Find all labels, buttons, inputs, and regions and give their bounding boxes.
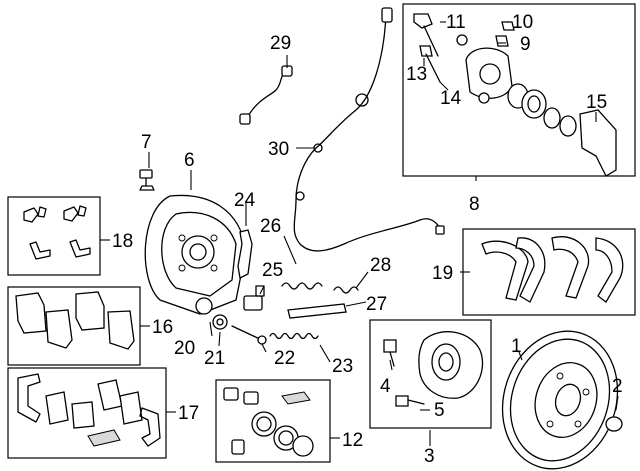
callout-7: 7 xyxy=(141,132,152,153)
callout-13: 13 xyxy=(406,64,427,85)
callout-29: 29 xyxy=(270,33,291,54)
callout-1: 1 xyxy=(511,336,522,357)
callout-3: 3 xyxy=(424,446,435,467)
callout-27: 27 xyxy=(366,294,387,315)
callout-labels: 1 2 3 4 5 6 7 8 9 10 11 12 13 14 15 16 1… xyxy=(112,12,623,467)
callout-11: 11 xyxy=(446,12,466,33)
lever-part-24 xyxy=(237,229,253,279)
pad-clips-part xyxy=(23,205,91,260)
callout-24: 24 xyxy=(234,190,256,211)
callout-2: 2 xyxy=(612,376,623,397)
callout-26: 26 xyxy=(260,216,281,237)
callout-14: 14 xyxy=(440,88,462,109)
caliper-parts xyxy=(413,13,617,177)
callout-25: 25 xyxy=(262,260,283,281)
callout-10: 10 xyxy=(512,12,533,33)
callout-17: 17 xyxy=(178,403,199,424)
callout-21: 21 xyxy=(204,348,225,369)
seal-kit-part xyxy=(223,387,314,457)
callout-16: 16 xyxy=(152,317,173,338)
callout-5: 5 xyxy=(434,400,445,421)
callout-20: 20 xyxy=(174,338,195,359)
spring-part-26 xyxy=(281,282,323,290)
kit-box-17 xyxy=(7,367,167,459)
pad-shims-part xyxy=(17,373,161,447)
hub-box-3 xyxy=(369,319,492,429)
callout-12: 12 xyxy=(342,430,363,451)
nut-part-2 xyxy=(605,416,623,432)
pin-and-washers xyxy=(195,297,267,345)
strut-part-27 xyxy=(287,303,347,319)
kit-box-18 xyxy=(7,196,101,276)
callout-30: 30 xyxy=(268,139,289,160)
brake-shoes-part xyxy=(481,236,624,303)
callout-19: 19 xyxy=(432,263,453,284)
abs-sensor-part-30 xyxy=(293,7,445,252)
backing-plate-part xyxy=(144,194,247,315)
callout-15: 15 xyxy=(586,92,607,113)
hub-assembly xyxy=(383,331,484,407)
callout-6: 6 xyxy=(184,150,195,171)
callout-18: 18 xyxy=(112,231,133,252)
spring-part-28 xyxy=(333,286,359,294)
harness-part-29 xyxy=(245,71,287,121)
callout-22: 22 xyxy=(274,348,295,369)
callout-9: 9 xyxy=(520,34,531,55)
kit-box-12 xyxy=(215,379,331,463)
brake-pads-part xyxy=(15,291,135,350)
callout-8: 8 xyxy=(469,194,480,215)
callout-4: 4 xyxy=(380,376,391,397)
callout-28: 28 xyxy=(370,255,391,276)
callout-23: 23 xyxy=(332,356,353,377)
bolt-part-7 xyxy=(139,169,155,191)
leader-lines xyxy=(100,21,619,446)
caliper-box-8 xyxy=(402,3,636,177)
adjuster-part-25 xyxy=(243,285,265,311)
rotor-part xyxy=(501,330,619,470)
spring-part-23 xyxy=(269,332,319,340)
